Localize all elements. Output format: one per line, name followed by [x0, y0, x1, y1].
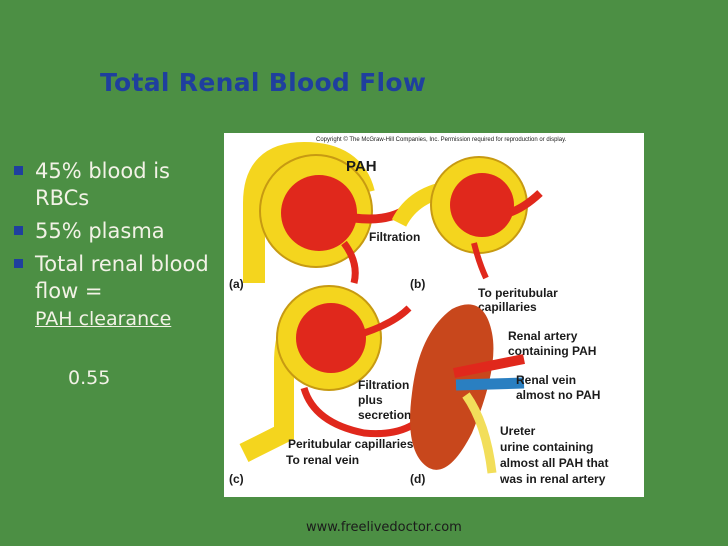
ureter-label: Ureter: [500, 424, 536, 438]
panel-label-d: (d): [410, 472, 425, 486]
ureter-label: was in renal artery: [499, 472, 606, 486]
nephron-panel-c: [239, 285, 438, 462]
kidney-diagram: Copyright © The McGraw-Hill Companies, I…: [229, 136, 608, 486]
bullet-item: 45% blood is RBCs: [10, 158, 215, 212]
panel-label-b: (b): [410, 277, 425, 291]
bullet-text: Total renal blood flow =: [35, 252, 209, 303]
bullet-text: 55% plasma: [35, 219, 165, 243]
kidney-panel-d: [410, 304, 525, 474]
to-renal-vein-label: To renal vein: [286, 453, 359, 467]
clearance-value: 0.55: [68, 367, 111, 389]
pah-label: PAH: [346, 158, 377, 175]
page-title: Total Renal Blood Flow: [100, 68, 427, 97]
filtration-secretion-label: Filtration: [358, 378, 409, 392]
square-bullet-icon: [14, 226, 23, 235]
to-peritubular-label: capillaries: [478, 300, 537, 314]
peritubular-capillaries-label: Peritubular capillaries: [288, 437, 414, 451]
filtration-label: Filtration: [369, 230, 420, 244]
kidney-figure: Copyright © The McGraw-Hill Companies, I…: [224, 133, 644, 497]
copyright-text: Copyright © The McGraw-Hill Companies, I…: [316, 136, 567, 143]
filtration-secretion-label: secretion: [358, 408, 411, 422]
bullet-item: 55% plasma: [10, 218, 215, 245]
panel-label-c: (c): [229, 472, 244, 486]
bullet-text: 45% blood is RBCs: [35, 159, 170, 210]
nephron-panel-b: [391, 156, 543, 280]
square-bullet-icon: [14, 259, 23, 268]
renal-artery-label: containing PAH: [508, 344, 596, 358]
bullet-item: Total renal blood flow = PAH clearance: [10, 251, 215, 333]
renal-vein-label: almost no PAH: [516, 388, 600, 402]
renal-vein-label: Renal vein: [516, 373, 576, 387]
footer-url: www.freelivedoctor.com: [306, 520, 462, 535]
to-peritubular-label: To peritubular: [478, 286, 558, 300]
renal-artery-label: Renal artery: [508, 329, 578, 343]
nephron-panel-a: [243, 141, 418, 284]
filtration-secretion-label: plus: [358, 393, 383, 407]
bullet-list: 45% blood is RBCs 55% plasma Total renal…: [10, 158, 215, 339]
panel-label-a: (a): [229, 277, 244, 291]
square-bullet-icon: [14, 166, 23, 175]
pah-clearance-text: PAH clearance: [35, 308, 172, 330]
ureter-label: almost all PAH that: [500, 456, 608, 470]
ureter-label: urine containing: [500, 440, 593, 454]
